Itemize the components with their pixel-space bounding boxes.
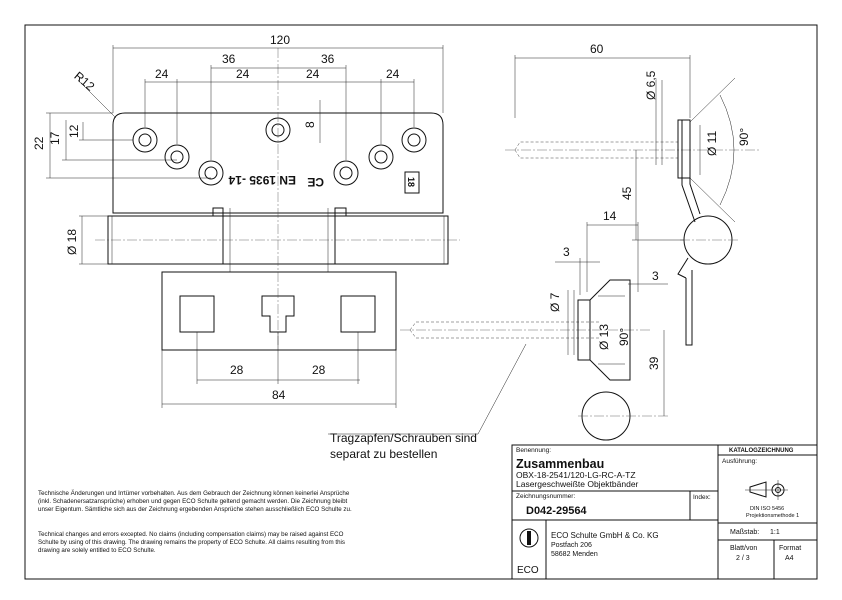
dim-width-14: 14 bbox=[603, 209, 617, 223]
projection-method: Projektionsmethode 1 bbox=[746, 513, 799, 519]
screw-hole bbox=[368, 144, 394, 170]
dim-3-left: 3 bbox=[563, 245, 570, 259]
dim-spacing-3: 24 bbox=[306, 67, 320, 81]
dim-height-39: 39 bbox=[647, 356, 661, 370]
dim-hole-pitch-a: 36 bbox=[222, 52, 236, 66]
dim-spacing-2: 24 bbox=[236, 67, 250, 81]
dim-overall-width: 120 bbox=[270, 33, 290, 47]
grade-box bbox=[404, 171, 420, 194]
ce-mark: CE bbox=[307, 175, 324, 189]
dim-height-22: 22 bbox=[32, 136, 46, 150]
slot-right bbox=[340, 295, 376, 333]
dim-slot-28-left: 28 bbox=[230, 363, 244, 377]
part-marking: EN 1935 -14 bbox=[228, 173, 296, 187]
dim-diameter-18: Ø 18 bbox=[65, 229, 79, 255]
catalog-label: KATALOGZEICHNUNG bbox=[729, 448, 794, 454]
format-label: Format bbox=[779, 545, 801, 552]
company-city: 58682 Menden bbox=[551, 551, 598, 558]
eco-logo: ECO bbox=[517, 528, 539, 576]
screw-hole bbox=[198, 160, 224, 186]
sheet: 2 / 3 bbox=[736, 555, 750, 562]
disclaimer-german: Technische Änderungen und Irrtümer vorbe… bbox=[38, 490, 352, 513]
drawing-no: D042-29564 bbox=[526, 505, 587, 517]
dim-height-12: 12 bbox=[67, 124, 81, 138]
hinge-side-view: 60 Ø 6,5 Ø 11 90° 45 14 3 3 bbox=[328, 42, 760, 441]
grade-marking: 18 bbox=[406, 177, 416, 187]
dim-spacing-4: 24 bbox=[386, 67, 400, 81]
product-desc: Lasergeschweißte Objektbänder bbox=[516, 479, 639, 489]
dim-hole-pitch-b: 36 bbox=[321, 52, 335, 66]
dim-3-right: 3 bbox=[652, 269, 659, 283]
sheet-frame bbox=[24, 24, 818, 580]
screw-hole bbox=[132, 127, 158, 153]
dim-diameter-7: Ø 7 bbox=[548, 292, 562, 312]
dim-diameter-11: Ø 11 bbox=[705, 131, 719, 156]
svg-text:ECO: ECO bbox=[517, 565, 539, 576]
dim-offset-8: 8 bbox=[303, 121, 317, 128]
company-street: Postfach 206 bbox=[551, 542, 592, 549]
designation: Zusammenbau bbox=[516, 457, 604, 471]
dim-spacing-1: 24 bbox=[155, 67, 169, 81]
drawing-no-label: Zeichnungsnummer: bbox=[516, 493, 575, 500]
scale: 1:1 bbox=[770, 529, 780, 536]
screw-hole bbox=[333, 160, 359, 186]
dim-angle-90-top: 90° bbox=[737, 128, 751, 146]
company-name: ECO Schulte GmbH & Co. KG bbox=[551, 531, 659, 540]
product-code: OBX-18-2541/120-LG-RC-A-TZ bbox=[516, 470, 636, 480]
note-line-2: separat zu bestellen bbox=[330, 447, 437, 461]
dim-height-17: 17 bbox=[48, 131, 62, 145]
index-label: Index: bbox=[693, 494, 711, 501]
title-block: Benennung: Zusammenbau OBX-18-2541/120-L… bbox=[511, 444, 818, 580]
slot-left bbox=[179, 295, 215, 333]
screw-hole bbox=[164, 144, 190, 170]
version-label: Ausführung: bbox=[722, 458, 757, 465]
scale-label: Maßstab: bbox=[730, 529, 759, 536]
sheet-label: Blatt/von bbox=[730, 545, 757, 552]
screw-hole bbox=[401, 127, 427, 153]
format: A4 bbox=[785, 555, 794, 562]
dim-width-84: 84 bbox=[272, 388, 286, 402]
dim-diameter-13: Ø 13 bbox=[597, 324, 611, 350]
dim-side-60: 60 bbox=[590, 42, 604, 56]
dim-angle-90-bottom: 90° bbox=[617, 328, 631, 346]
disclaimer-english: Technical changes and errors excepted. N… bbox=[38, 531, 345, 554]
dim-height-45: 45 bbox=[620, 186, 634, 200]
hinge-front-view: EN 1935 -14 CE 18 120 36 36 bbox=[32, 33, 460, 408]
dim-diameter-6-5: Ø 6,5 bbox=[644, 70, 658, 100]
projection-symbol bbox=[745, 480, 788, 500]
projection-standard: DIN ISO 5456 bbox=[750, 506, 784, 512]
dim-slot-28-right: 28 bbox=[312, 363, 326, 377]
designation-label: Benennung: bbox=[516, 447, 551, 454]
dim-radius: R12 bbox=[71, 69, 97, 94]
slot-center bbox=[261, 295, 295, 333]
svg-text:CE: CE bbox=[307, 175, 324, 189]
note-line-1: Tragzapfen/Schrauben sind bbox=[330, 431, 477, 445]
